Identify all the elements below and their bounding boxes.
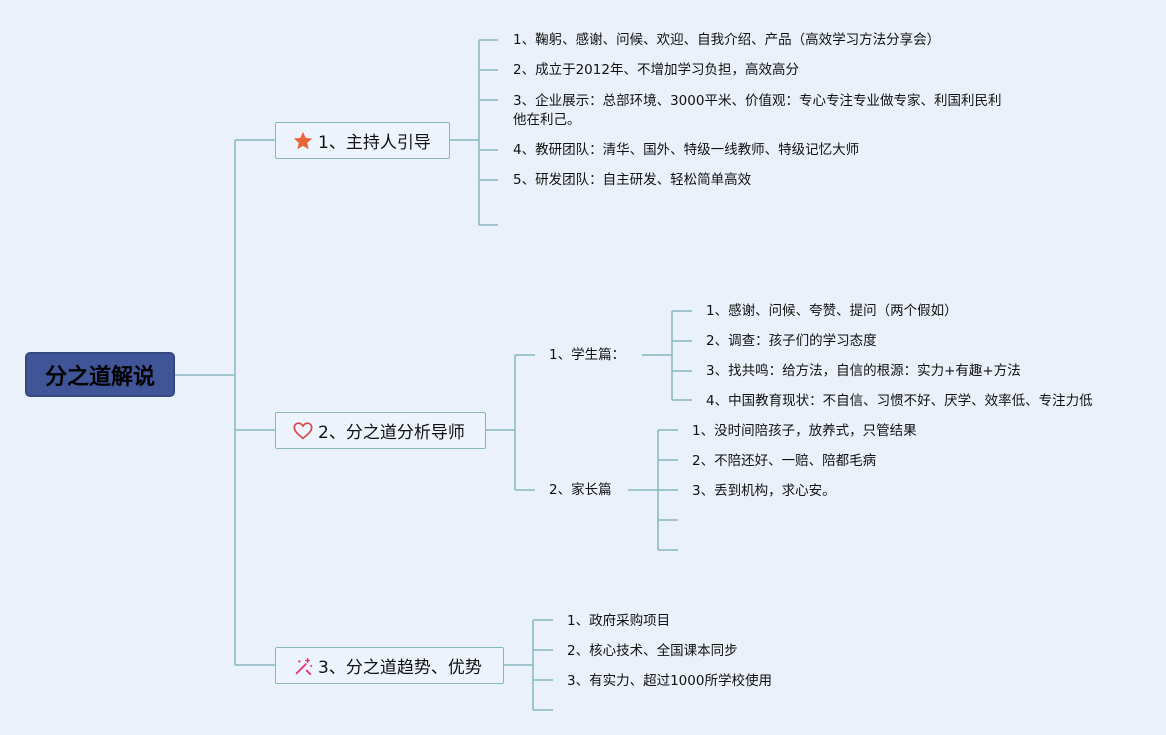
subtopic-students[interactable]: 1、学生篇：	[549, 347, 626, 363]
list-item[interactable]: 2、调查：孩子们的学习态度	[706, 333, 877, 349]
list-item[interactable]: 1、政府采购项目	[567, 613, 671, 629]
list-item[interactable]: 3、企业展示：总部环境、3000平米、价值观：专心专注专业做专家、利国利民利他在…	[513, 93, 1002, 128]
list-item[interactable]: 4、中国教育现状：不自信、习惯不好、厌学、效率低、专注力低	[706, 393, 1093, 409]
list-item[interactable]: 3、丢到机构，求心安。	[692, 483, 836, 499]
branch-analysis-mentor-label: 2、分之道分析导师	[318, 423, 465, 443]
list-item[interactable]: 1、感谢、问候、夸赞、提问（两个假如）	[706, 303, 958, 319]
branch-analysis-mentor[interactable]: 2、分之道分析导师	[275, 412, 486, 449]
sparkle-wand-icon	[295, 657, 313, 675]
list-item[interactable]: 2、不陪还好、一赔、陪都毛病	[692, 453, 877, 469]
list-item[interactable]: 4、教研团队：清华、国外、特级一线教师、特级记忆大师	[513, 142, 860, 158]
subtopic-parents[interactable]: 2、家长篇	[549, 482, 612, 498]
root-topic-label: 分之道解说	[44, 364, 155, 390]
root-topic[interactable]: 分之道解说	[25, 352, 175, 397]
list-item[interactable]: 3、有实力、超过1000所学校使用	[567, 673, 772, 689]
heart-icon	[293, 421, 313, 439]
star-icon	[293, 131, 313, 149]
list-item[interactable]: 5、研发团队：自主研发、轻松简单高效	[513, 172, 752, 188]
branch-trends-advantages[interactable]: 3、分之道趋势、优势	[275, 647, 504, 684]
branch-host-guide-label: 1、主持人引导	[318, 133, 431, 153]
list-item[interactable]: 2、成立于2012年、不增加学习负担，高效高分	[513, 62, 799, 78]
list-item[interactable]: 2、核心技术、全国课本同步	[567, 643, 738, 659]
branch-host-guide[interactable]: 1、主持人引导	[275, 122, 450, 159]
list-item[interactable]: 1、没时间陪孩子，放养式，只管结果	[692, 423, 917, 439]
branch-trends-advantages-label: 3、分之道趋势、优势	[318, 658, 482, 678]
list-item[interactable]: 1、鞠躬、感谢、问候、欢迎、自我介绍、产品（高效学习方法分享会）	[513, 32, 941, 48]
list-item[interactable]: 3、找共鸣：给方法，自信的根源：实力+有趣+方法	[706, 363, 1021, 379]
